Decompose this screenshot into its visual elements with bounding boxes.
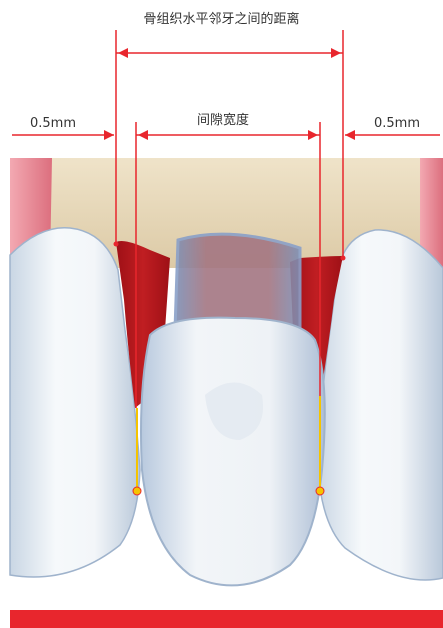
gap-left-arrowhead <box>138 130 148 140</box>
bone-distance-label: 骨组织水平邻牙之间的距离 <box>116 12 327 28</box>
left-contact-point <box>133 487 141 495</box>
gap-width-label: 间隙宽度 <box>171 113 275 129</box>
gap-right-arrowhead <box>308 130 318 140</box>
right-offset-label: 0.5mm <box>370 116 424 132</box>
right-offset-arrowhead <box>345 130 355 140</box>
central-crown <box>141 318 325 586</box>
bone-distance-left-arrowhead <box>118 48 128 58</box>
bone-left-marker <box>114 242 119 247</box>
left-offset-label: 0.5mm <box>26 116 80 132</box>
bone-right-marker <box>341 256 346 261</box>
right-contact-point <box>316 487 324 495</box>
bone-distance-right-arrowhead <box>331 48 341 58</box>
left-adjacent-tooth <box>10 228 140 577</box>
left-offset-arrowhead <box>104 130 114 140</box>
bottom-bar <box>10 610 443 628</box>
